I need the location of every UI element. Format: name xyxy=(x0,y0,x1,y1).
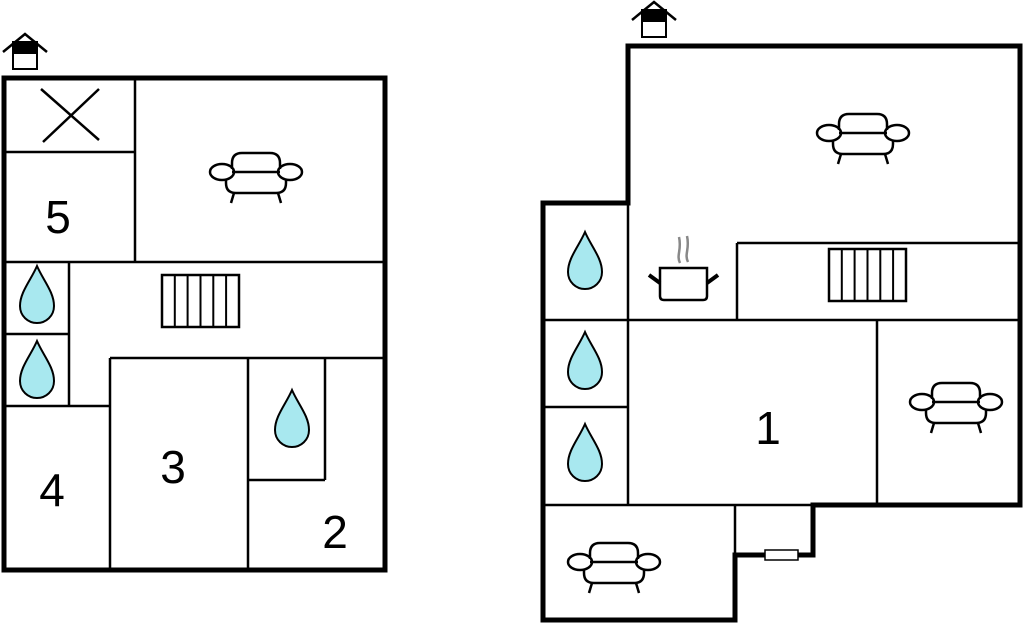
sofa-icon xyxy=(566,541,662,595)
room-label-5: 5 xyxy=(45,191,71,243)
left-floor-plan: 5 4 3 2 xyxy=(1,32,388,573)
stairs-icon xyxy=(160,273,241,329)
room-label-3: 3 xyxy=(160,441,186,493)
partition-walls xyxy=(543,203,1020,555)
room-label-1: 1 xyxy=(755,402,781,454)
stairs-icon xyxy=(827,247,908,303)
house-icon xyxy=(630,0,678,39)
house-icon xyxy=(1,32,49,71)
kitchen-pot-icon xyxy=(647,235,720,302)
room-label-2: 2 xyxy=(322,506,348,558)
outer-wall xyxy=(1,75,388,573)
partition-walls xyxy=(4,78,385,570)
water-drop-icon xyxy=(19,265,55,324)
outer-wall xyxy=(540,43,1023,623)
sofa-icon xyxy=(208,151,304,205)
x-mark-icon xyxy=(40,88,100,143)
window-icon xyxy=(764,549,799,561)
water-drop-icon xyxy=(567,331,603,390)
water-drop-icon xyxy=(274,389,310,448)
water-drop-icon xyxy=(19,340,55,399)
sofa-icon xyxy=(815,112,911,166)
water-drop-icon xyxy=(567,231,603,290)
sofa-icon xyxy=(908,381,1004,435)
room-label-4: 4 xyxy=(39,464,65,516)
right-floor-plan: 1 xyxy=(540,0,1023,623)
water-drop-icon xyxy=(567,423,603,482)
